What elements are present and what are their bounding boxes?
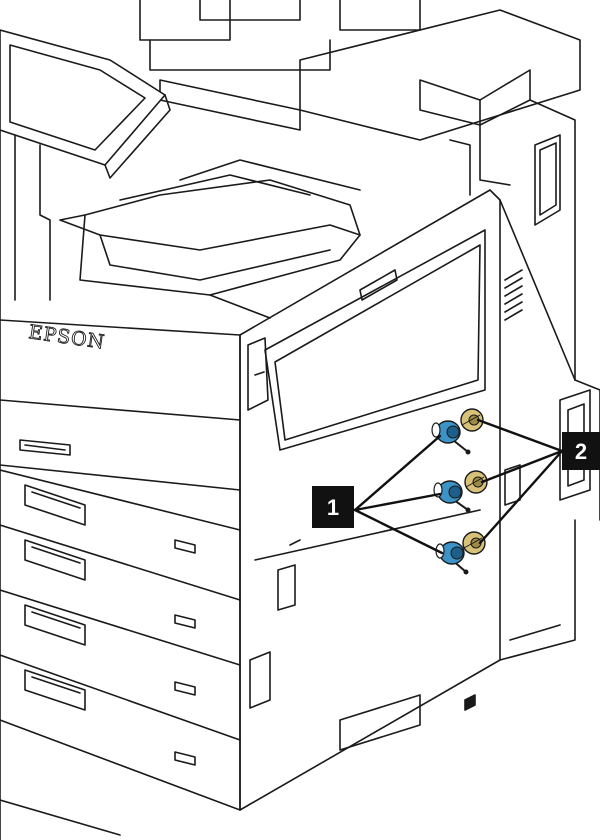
tan-roller-icon	[462, 531, 486, 555]
paper-drawer	[0, 589, 241, 696]
paper-drawer	[0, 654, 241, 766]
pickup-roller-icon	[431, 420, 471, 455]
callout-1-box	[312, 486, 354, 528]
callout-2-label: 2	[575, 439, 587, 464]
paper-drawer	[0, 399, 241, 491]
callout-2-box	[562, 432, 600, 470]
roller-set	[431, 408, 488, 575]
callout-1: 1	[312, 486, 354, 528]
control-panel	[0, 29, 166, 166]
paper-drawer	[0, 524, 241, 629]
callout-2: 2	[562, 432, 600, 470]
callout-1-label: 1	[327, 495, 339, 520]
pickup-roller-icon	[433, 480, 471, 513]
side-vent	[504, 269, 523, 321]
tan-roller-icon	[464, 470, 488, 494]
leader-line	[353, 418, 564, 555]
paper-drawer	[0, 469, 241, 554]
